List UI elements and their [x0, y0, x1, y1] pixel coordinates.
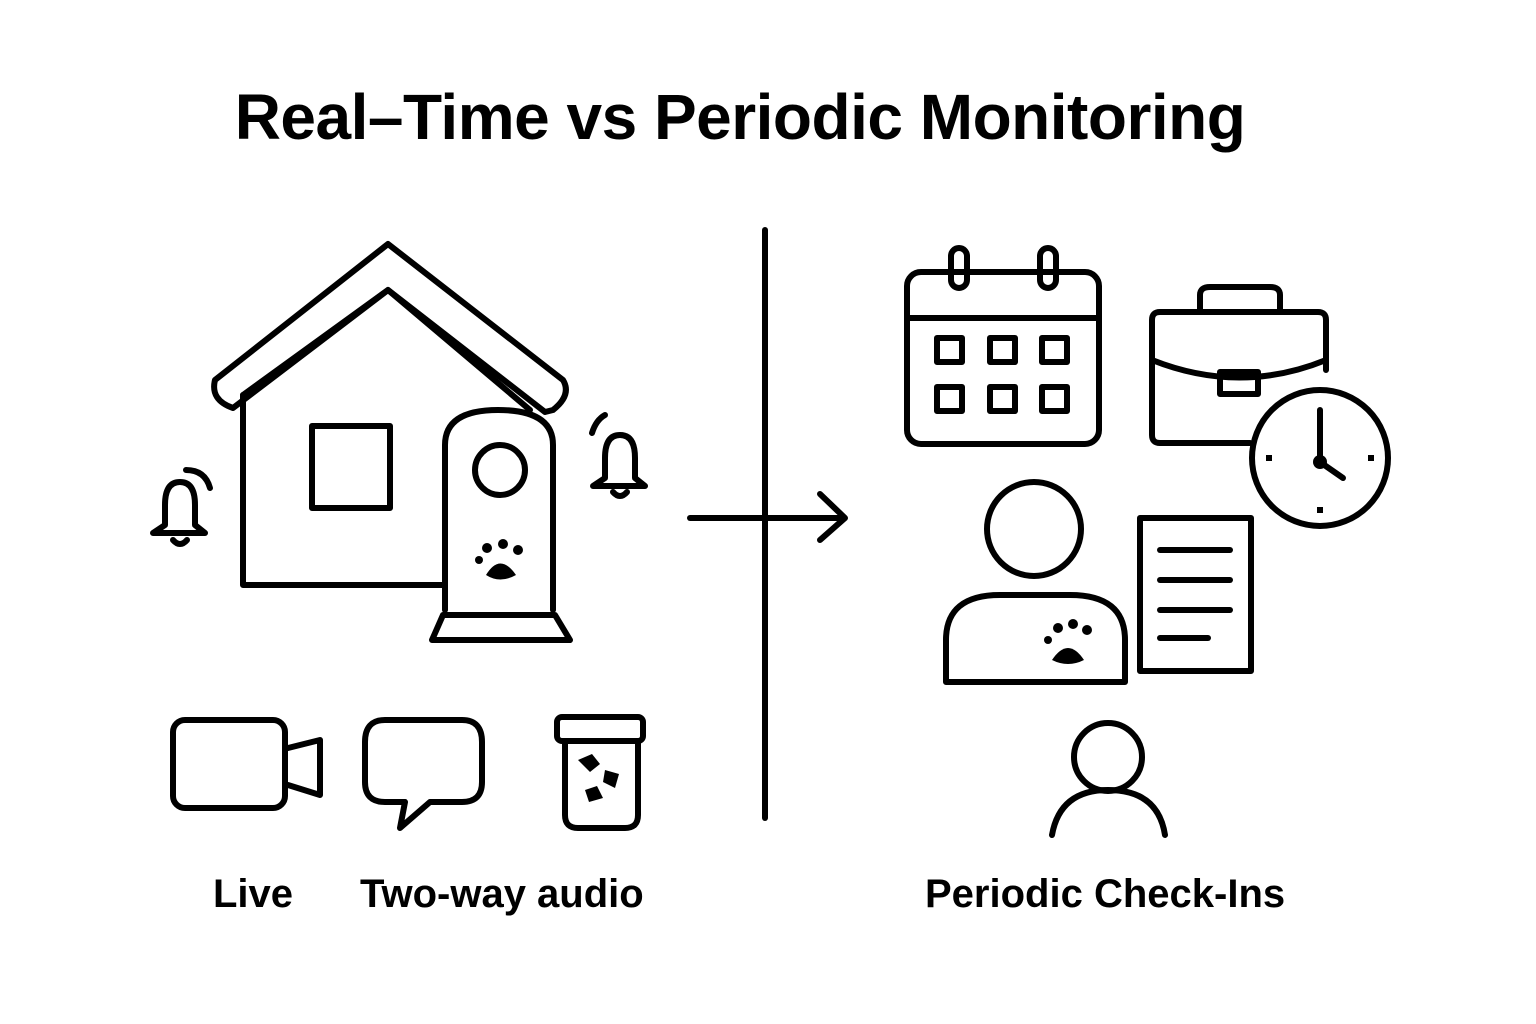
bell-icon: [150, 467, 213, 547]
document-icon: [1137, 515, 1254, 674]
bell-icon: [589, 412, 648, 499]
person-icon: [1049, 720, 1168, 838]
live-label: Live: [213, 872, 294, 916]
clock-icon: [1249, 387, 1391, 529]
pet-camera-icon: [429, 407, 573, 643]
periodic-check-ins-label: Periodic Check-Ins: [925, 872, 1286, 916]
two-way-audio-label: Two-way audio: [360, 872, 644, 916]
calendar-icon: [904, 245, 1102, 447]
speech-bubble-icon: [362, 717, 485, 831]
briefcase-icon: [1149, 284, 1329, 446]
house-icon: [211, 241, 569, 588]
treat-jar-icon: [554, 714, 646, 831]
video-camera-icon: [170, 717, 323, 811]
arrow-icon: [687, 491, 848, 543]
pet-sitter-icon: [943, 479, 1128, 685]
page-title: Real–Time vs Periodic Monitoring: [234, 81, 1246, 153]
